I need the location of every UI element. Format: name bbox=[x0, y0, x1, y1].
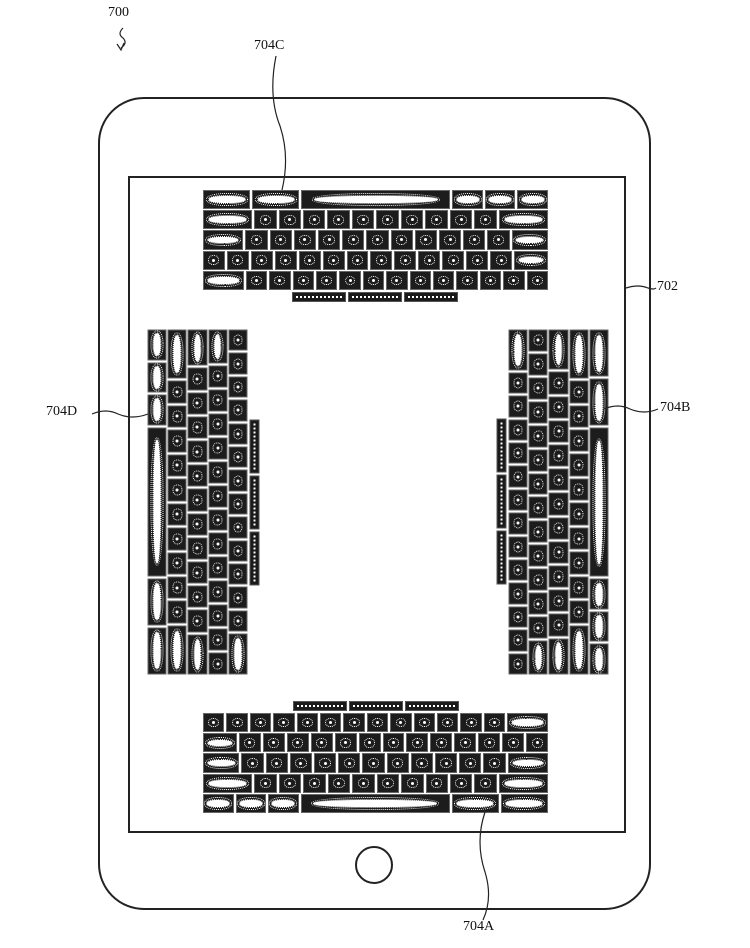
wide-key[interactable] bbox=[268, 793, 299, 814]
wide-key[interactable] bbox=[498, 773, 549, 793]
label-704c: 704C bbox=[254, 38, 285, 53]
key[interactable] bbox=[320, 713, 342, 733]
key-row bbox=[203, 753, 548, 773]
key[interactable] bbox=[238, 733, 261, 753]
space-bar-key[interactable] bbox=[300, 793, 450, 814]
key[interactable] bbox=[483, 713, 506, 733]
key[interactable] bbox=[401, 773, 424, 793]
keyboard-toolbar bbox=[293, 701, 459, 711]
wide-key[interactable] bbox=[500, 793, 548, 814]
key[interactable] bbox=[254, 773, 277, 793]
key[interactable] bbox=[483, 753, 506, 773]
key[interactable] bbox=[334, 733, 357, 753]
tablet-device-outline bbox=[98, 97, 651, 910]
key[interactable] bbox=[313, 753, 337, 773]
label-704a: 704A bbox=[463, 919, 495, 934]
key[interactable] bbox=[526, 733, 549, 753]
key[interactable] bbox=[459, 753, 482, 773]
key[interactable] bbox=[425, 773, 448, 793]
wide-key[interactable] bbox=[203, 793, 234, 814]
key[interactable] bbox=[434, 753, 458, 773]
key[interactable] bbox=[366, 713, 389, 733]
touchscreen-display bbox=[128, 176, 626, 833]
wide-key[interactable] bbox=[507, 753, 548, 773]
key[interactable] bbox=[203, 713, 225, 733]
leader-704c bbox=[272, 55, 287, 191]
wide-key[interactable] bbox=[235, 793, 266, 814]
toolbar-segment[interactable] bbox=[349, 701, 403, 711]
key[interactable] bbox=[352, 773, 375, 793]
key[interactable] bbox=[296, 713, 319, 733]
key[interactable] bbox=[406, 733, 429, 753]
key[interactable] bbox=[289, 753, 312, 773]
key[interactable] bbox=[386, 753, 409, 773]
key[interactable] bbox=[502, 733, 525, 753]
key[interactable] bbox=[454, 733, 477, 753]
key[interactable] bbox=[460, 713, 482, 733]
key[interactable] bbox=[358, 733, 381, 753]
key[interactable] bbox=[241, 753, 264, 773]
key[interactable] bbox=[474, 773, 497, 793]
key-row bbox=[203, 733, 549, 753]
key[interactable] bbox=[390, 713, 412, 733]
toolbar-segment[interactable] bbox=[293, 701, 347, 711]
key[interactable] bbox=[310, 733, 333, 753]
key[interactable] bbox=[430, 733, 453, 753]
label-704d: 704D bbox=[46, 404, 78, 419]
key[interactable] bbox=[273, 713, 295, 733]
keyboard-704a[interactable] bbox=[203, 701, 549, 814]
key[interactable] bbox=[343, 713, 365, 733]
wide-key[interactable] bbox=[507, 713, 549, 733]
label-702: 702 bbox=[657, 279, 678, 294]
leader-700-arrowhead bbox=[116, 42, 125, 52]
key-rows bbox=[203, 713, 549, 814]
key[interactable] bbox=[327, 773, 351, 793]
key[interactable] bbox=[286, 733, 309, 753]
key[interactable] bbox=[278, 773, 302, 793]
key[interactable] bbox=[410, 753, 433, 773]
key-row bbox=[203, 793, 548, 814]
leader-704d bbox=[91, 410, 149, 418]
key[interactable] bbox=[265, 753, 288, 773]
leader-704a bbox=[479, 811, 490, 921]
leader-704b bbox=[603, 405, 659, 413]
key[interactable] bbox=[338, 753, 361, 773]
toolbar-segment[interactable] bbox=[405, 701, 459, 711]
wide-key[interactable] bbox=[451, 793, 499, 814]
leader-702 bbox=[625, 285, 657, 290]
key-row bbox=[203, 773, 549, 793]
key[interactable] bbox=[303, 773, 326, 793]
wide-key[interactable] bbox=[203, 753, 240, 773]
key[interactable] bbox=[382, 733, 405, 753]
key[interactable] bbox=[413, 713, 436, 733]
key[interactable] bbox=[226, 713, 248, 733]
label-700: 700 bbox=[108, 5, 129, 20]
key[interactable] bbox=[362, 753, 385, 773]
key[interactable] bbox=[437, 713, 459, 733]
key[interactable] bbox=[478, 733, 501, 753]
leader-700-arrow bbox=[119, 27, 126, 49]
key[interactable] bbox=[262, 733, 285, 753]
wide-key[interactable] bbox=[203, 773, 253, 793]
key[interactable] bbox=[249, 713, 272, 733]
key-row bbox=[203, 713, 549, 733]
home-button[interactable] bbox=[355, 846, 393, 884]
label-704b: 704B bbox=[660, 400, 691, 415]
key[interactable] bbox=[376, 773, 400, 793]
key[interactable] bbox=[449, 773, 473, 793]
wide-key[interactable] bbox=[203, 733, 237, 753]
